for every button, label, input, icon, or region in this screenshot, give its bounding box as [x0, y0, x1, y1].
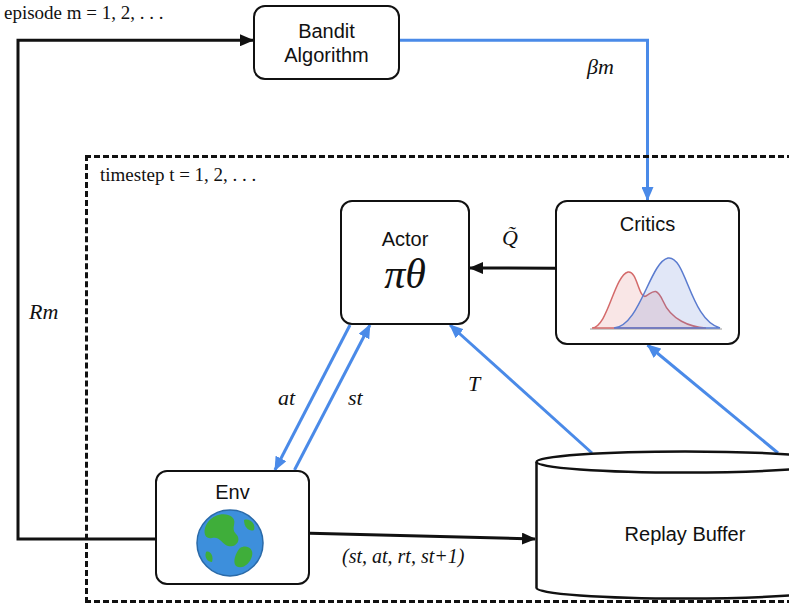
replay-buffer-cylinder: Replay Buffer — [535, 450, 789, 600]
flow-arrow — [310, 533, 535, 539]
edge-label: st — [346, 386, 365, 410]
globe-icon — [197, 510, 263, 576]
process-box: Bandit Algorithm — [253, 5, 400, 80]
node-title: Replay Buffer — [625, 522, 746, 546]
node-title: timestep t = 1, 2, . . . — [100, 164, 256, 187]
flow-arrow — [295, 325, 370, 470]
loop-region: timestep t = 1, 2, . . . Actorπθ CriticsEn… — [85, 155, 789, 603]
edge-label: at — [276, 386, 297, 410]
node-title: Env — [215, 480, 249, 504]
node-symbol: πθ — [384, 251, 426, 297]
edge-label: Rm — [27, 300, 60, 324]
node-title: Critics — [620, 212, 676, 236]
flow-arrow — [400, 40, 648, 200]
flow-arrow — [275, 325, 350, 470]
critics-box: Critics — [555, 200, 740, 345]
node-title: Actor — [382, 227, 429, 251]
flow-arrow — [470, 267, 555, 270]
env-box: Env — [155, 470, 310, 585]
flow-arrow — [18, 40, 253, 539]
edge-label: Q̃ — [500, 226, 520, 250]
edge-label: T — [466, 372, 482, 396]
flow-arrow — [648, 345, 779, 453]
actor-box: Actorπθ — [340, 200, 470, 325]
edge-label: (st, at, rt, st+1) — [340, 545, 466, 567]
distribution-plot — [590, 258, 722, 329]
node-title: Bandit Algorithm — [263, 19, 390, 67]
loop-counter-label: episode m = 1, 2, . . . — [4, 2, 164, 24]
edge-label: βm — [585, 55, 616, 79]
